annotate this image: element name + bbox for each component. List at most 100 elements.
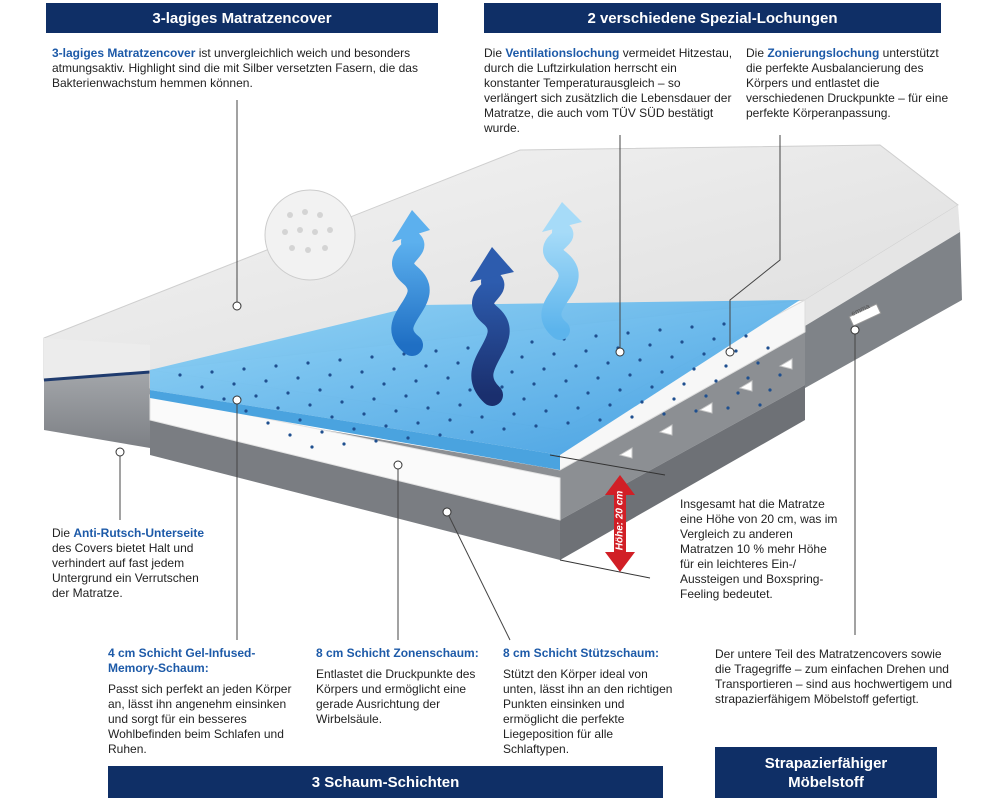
ventilation-hole [672, 397, 676, 401]
ventilation-hole [362, 412, 366, 416]
ventilation-hole [458, 403, 462, 407]
ventilation-hole [404, 394, 408, 398]
ventilation-hole [658, 328, 662, 332]
ventilation-hole [308, 403, 312, 407]
ventilation-hole [594, 334, 598, 338]
airflow-arrow-center [470, 247, 514, 406]
ventilation-hole [712, 337, 716, 341]
ventilation-hole [286, 391, 290, 395]
support-foam-layer [150, 330, 805, 520]
gel-layer-description: 4 cm Schicht Gel-Infused-Memory-Schaum: … [108, 646, 293, 757]
ventilation-hole [232, 382, 236, 386]
ventilation-hole [744, 334, 748, 338]
ventilation-hole [714, 379, 718, 383]
ventilation-hole [456, 361, 460, 365]
ventilation-hole [342, 442, 346, 446]
ventilation-hole [468, 388, 472, 392]
ventilation-hole [606, 361, 610, 365]
ventilation-hole [310, 445, 314, 449]
fabric-description: Der untere Teil des Matratzencovers sowi… [715, 647, 953, 706]
ventilation-description: Die Ventilationslochung vermeidet Hitzes… [484, 46, 734, 136]
zoning-text: unterstützt die perfekte Ausbalancierung… [746, 46, 949, 120]
ventilation-hole [244, 409, 248, 413]
ventilation-hole [502, 427, 506, 431]
ventilation-hole [766, 346, 770, 350]
ventilation-hole [618, 388, 622, 392]
ventilation-hole [734, 349, 738, 353]
ventilation-hole [704, 394, 708, 398]
ventilation-hole [178, 373, 182, 377]
ventilation-hole [566, 421, 570, 425]
ventilation-hole [500, 385, 504, 389]
ventilation-hole [352, 427, 356, 431]
ventilation-hole [382, 382, 386, 386]
ventilation-holes [178, 322, 782, 449]
ventilation-hole [522, 397, 526, 401]
height-description: Insgesamt hat die Matratze eine Höhe von… [680, 497, 838, 601]
ventilation-pre: Die [484, 46, 506, 60]
ventilation-hole [630, 415, 634, 419]
antislip-pre: Die [52, 526, 74, 540]
ventilation-hole [576, 406, 580, 410]
banner-fabric: Strapazierfähiger Möbelstoff [715, 747, 937, 798]
ventilation-hole [530, 340, 534, 344]
ventilation-hole [448, 418, 452, 422]
banner-fabric-line1: Strapazierfähiger [764, 754, 888, 772]
ventilation-hole [470, 430, 474, 434]
airflow-arrow-left [391, 210, 430, 356]
ventilation-hole [512, 412, 516, 416]
ventilation-hole [640, 400, 644, 404]
ventilation-hole [274, 364, 278, 368]
ventilation-hole [554, 394, 558, 398]
ventilation-hole [438, 433, 442, 437]
ventilation-hole [266, 421, 270, 425]
ventilation-hole [598, 418, 602, 422]
cover-highlight: 3-lagiges Matratzencover [52, 46, 196, 60]
ventilation-hole [628, 373, 632, 377]
ventilation-hole [542, 367, 546, 371]
ventilation-hole [426, 406, 430, 410]
ventilation-hole [626, 331, 630, 335]
ventilation-hole [596, 376, 600, 380]
ventilation-hole [510, 370, 514, 374]
ventilation-hole [360, 370, 364, 374]
zone-layer-description: 8 cm Schicht Zonenschaum: Entlastet die … [316, 646, 491, 727]
cover-description: 3-lagiges Matratzencover ist unvergleich… [52, 46, 427, 91]
ventilation-hole [520, 355, 524, 359]
ventilation-hole [532, 382, 536, 386]
ventilation-hole [544, 409, 548, 413]
ventilation-hole [756, 361, 760, 365]
ventilation-hole [222, 397, 226, 401]
support-layer-description: 8 cm Schicht Stützschaum: Stützt den Kör… [503, 646, 673, 757]
ventilation-hole [406, 436, 410, 440]
ventilation-text: vermeidet Hitzestau, durch die Luftzirku… [484, 46, 733, 135]
support-layer-title: 8 cm Schicht Stützschaum: [503, 646, 660, 660]
ventilation-hole [758, 403, 762, 407]
ventilation-hole [552, 352, 556, 356]
ventilation-hole [414, 379, 418, 383]
ventilation-hole [264, 379, 268, 383]
ventilation-hole [384, 424, 388, 428]
banner-cover: 3-lagiges Matratzencover [46, 3, 438, 33]
ventilation-hole [296, 376, 300, 380]
ventilation-hole [608, 403, 612, 407]
zone-layer-text: Entlastet die Druckpunkte des Körpers un… [316, 667, 476, 726]
gel-layer-title: 4 cm Schicht Gel-Infused-Memory-Schaum: [108, 646, 256, 675]
ventilation-hole [564, 379, 568, 383]
ventilation-hole [726, 406, 730, 410]
ventilation-hole [722, 322, 726, 326]
ventilation-hole [778, 373, 782, 377]
gel-layer-text: Passt sich perfekt an jeden Körper an, l… [108, 682, 292, 756]
ventilation-hole [254, 394, 258, 398]
ventilation-hole [648, 343, 652, 347]
ventilation-hole [394, 409, 398, 413]
height-label: Höhe: 20 cm [614, 490, 626, 551]
zone-layer-title: 8 cm Schicht Zonenschaum: [316, 646, 479, 660]
ventilation-hole [318, 388, 322, 392]
ventilation-hole [586, 391, 590, 395]
ventilation-hole [298, 418, 302, 422]
ventilation-hole [690, 325, 694, 329]
antislip-text: des Covers bietet Halt und verhindert au… [52, 541, 199, 600]
ventilation-hole [288, 433, 292, 437]
